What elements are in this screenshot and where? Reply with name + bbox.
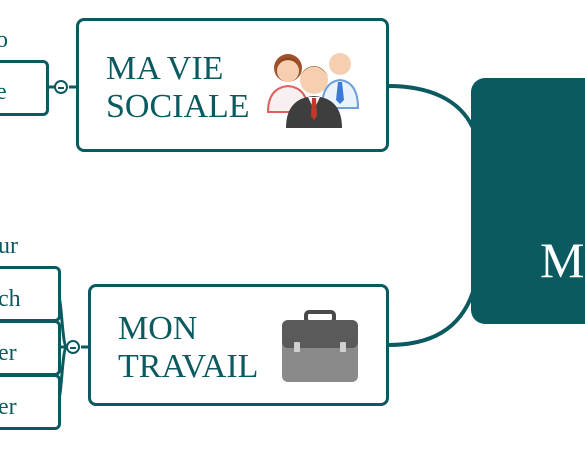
top-fragment-label: o: [0, 27, 8, 53]
collapse-toggle-bottom[interactable]: [66, 340, 80, 354]
topic-title-line1: MA VIE: [106, 50, 224, 87]
central-topic-text: M: [540, 232, 585, 288]
bottom-leaf-text: er: [0, 340, 17, 366]
people-group-icon: [266, 53, 360, 128]
bottom-leaf-text: ch: [0, 286, 21, 312]
top-leaf-text: e: [0, 79, 7, 105]
topic-title-line2: SOCIALE: [106, 88, 250, 125]
top-leaf-node[interactable]: [0, 60, 49, 116]
bottom-leaf-node[interactable]: [0, 266, 61, 322]
collapse-toggle-top[interactable]: [54, 80, 68, 94]
connector-top-to-central: [387, 84, 475, 129]
topic-title-line2: TRAVAIL: [118, 348, 259, 385]
central-topic[interactable]: [471, 78, 585, 324]
briefcase-icon: [282, 310, 358, 382]
connector-bottom-to-central: [387, 291, 475, 347]
bottom-fragment-label: ur: [0, 233, 18, 259]
bottom-leaf-node[interactable]: [0, 374, 61, 430]
bottom-leaf-text: er: [0, 394, 17, 420]
topic-title-line1: MON: [118, 310, 198, 347]
